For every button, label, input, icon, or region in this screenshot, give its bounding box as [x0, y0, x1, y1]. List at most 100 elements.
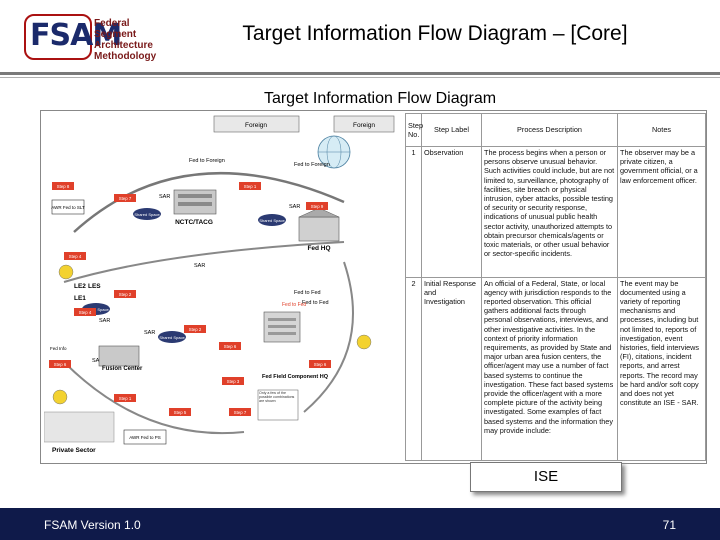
step-no-cell: 1: [405, 146, 422, 278]
step-box: [309, 360, 331, 368]
awr-fed-to-ps-label: AWR Fed to PS: [129, 435, 161, 440]
page-number: 71: [662, 518, 676, 532]
description-cell: The process begins when a person or pers…: [481, 146, 618, 278]
slide-title: Target Information Flow Diagram – [Core]: [242, 22, 628, 45]
step-box: [169, 408, 191, 416]
svg-text:Step 1: Step 1: [244, 184, 257, 189]
foreign-right-box: [333, 115, 395, 133]
step-no-cell: 2: [405, 276, 422, 462]
table-row: 1 Observation The process begins when a …: [405, 146, 706, 278]
step-label-cell: Observation: [421, 146, 482, 278]
step-box: [229, 408, 251, 416]
badge-icon: [356, 334, 372, 350]
step-box: [184, 325, 206, 333]
step-box: [114, 394, 136, 402]
diagram-note-box: [257, 389, 299, 421]
fusion-center-building-icon: [98, 345, 140, 367]
logo-wordmark: Federal Segment Architecture Methodology: [94, 18, 156, 62]
fusion-center-label: Fusion Center: [102, 366, 143, 372]
fed-hq-building-icon: [298, 216, 340, 242]
step-box: [306, 202, 328, 210]
footer-version: FSAM Version 1.0: [44, 518, 141, 532]
step-label-cell: Initial Response and Investigation: [421, 276, 482, 462]
svg-text:Shared Space: Shared Space: [159, 335, 185, 340]
svg-text:Step 9: Step 9: [311, 204, 324, 209]
ise-label-box: ISE: [470, 462, 622, 492]
step-box: [74, 308, 96, 316]
flow-arc-bottom: [63, 361, 245, 435]
awr-fed-to-ps-box: [123, 429, 167, 445]
svg-text:Step 7: Step 7: [234, 410, 247, 415]
les-label: LES: [88, 283, 101, 290]
private-sector-label: Private Sector: [52, 447, 96, 454]
svg-text:Step 7: Step 7: [119, 196, 132, 201]
header-notes: Notes: [617, 113, 706, 147]
header-process-description: Process Description: [481, 113, 618, 147]
information-flow-diagram: Foreign Foreign Fed to Foreign Fed to Fo…: [44, 112, 404, 460]
svg-text:Step 6: Step 6: [54, 362, 67, 367]
flow-arc-right: [303, 261, 354, 413]
notes-cell: The observer may be a private citizen, a…: [617, 146, 706, 278]
logo-line-3: Architecture: [94, 40, 153, 51]
svg-text:Step 5: Step 5: [174, 410, 187, 415]
nctc-label: NCTC/TACG: [175, 219, 213, 226]
slide-subtitle: Target Information Flow Diagram: [263, 90, 497, 107]
step-box: [239, 182, 261, 190]
step-box: [49, 360, 71, 368]
header-step-no: Step No.: [405, 113, 423, 147]
sar-label: SAR: [144, 330, 155, 336]
svg-text:Step 4: Step 4: [79, 310, 92, 315]
shared-space-icon: [258, 214, 286, 226]
svg-text:Step 2: Step 2: [119, 292, 132, 297]
flow-arc-top: [73, 172, 345, 233]
table-header-row: Step No. Step Label Process Description …: [405, 113, 706, 147]
svg-text:Step 1: Step 1: [119, 396, 132, 401]
fed-info-label: Fed Info: [50, 346, 67, 351]
diagram-note-text: Only a few of the possible combinations …: [259, 391, 295, 404]
foreign-left-box: [213, 115, 300, 133]
sar-label: SAR: [289, 204, 300, 210]
logo-line-1: Federal: [94, 18, 130, 29]
svg-text:Shared Space: Shared Space: [134, 212, 160, 217]
svg-text:Shared Space: Shared Space: [259, 218, 285, 223]
header-divider: [0, 72, 720, 75]
shared-space-icon: [133, 208, 161, 220]
step-box: [52, 182, 74, 190]
svg-text:Step 4: Step 4: [69, 254, 82, 259]
sar-label: SAR: [159, 194, 170, 200]
svg-text:Shared Space: Shared Space: [83, 307, 109, 312]
description-cell: An official of a Federal, State, or loca…: [481, 276, 618, 462]
fed-to-fed-label: Fed to Fed: [294, 290, 321, 296]
svg-text:Step 3: Step 3: [227, 379, 240, 384]
process-table: Step No. Step Label Process Description …: [405, 113, 706, 462]
step-box: [114, 194, 136, 202]
fed-hq-label: Fed HQ: [307, 245, 330, 252]
fed-field-label: Fed Field Component HQ: [262, 374, 329, 380]
step-box: [64, 252, 86, 260]
logo-line-4: Methodology: [94, 51, 157, 62]
sar-label: SAR: [92, 358, 103, 364]
badge-icon: [58, 264, 74, 280]
fsam-logo: FSAM Federal Segment Architecture Method…: [24, 14, 156, 62]
sar-label: SAR: [99, 318, 110, 324]
footer-bar: FSAM Version 1.0 71: [0, 508, 720, 540]
logo-line-2: Segment: [94, 29, 137, 40]
svg-text:Step 6: Step 6: [314, 362, 327, 367]
logo-mark: FSAM: [30, 18, 122, 53]
flow-arc-middle: [63, 241, 345, 283]
header-step-label: Step Label: [421, 113, 482, 147]
svg-text:Step 8: Step 8: [57, 184, 70, 189]
step-box: [222, 377, 244, 385]
awr-fed-to-slt-box: [51, 199, 85, 215]
step-box: [219, 342, 241, 350]
svg-text:Step 2: Step 2: [189, 327, 202, 332]
header-divider-thin: [0, 77, 720, 78]
notes-cell: The event may be documented using a vari…: [617, 276, 706, 462]
private-sector-buildings-icon: [44, 411, 115, 443]
le1-label: LE1: [74, 295, 86, 302]
step-box: [114, 290, 136, 298]
fed-to-fed-label: Fed to Fed: [302, 300, 329, 306]
badge-icon: [52, 389, 68, 405]
le2-label: LE2: [74, 283, 86, 290]
awr-fed-to-slt-label: AWR Fed to SLT: [51, 205, 85, 210]
